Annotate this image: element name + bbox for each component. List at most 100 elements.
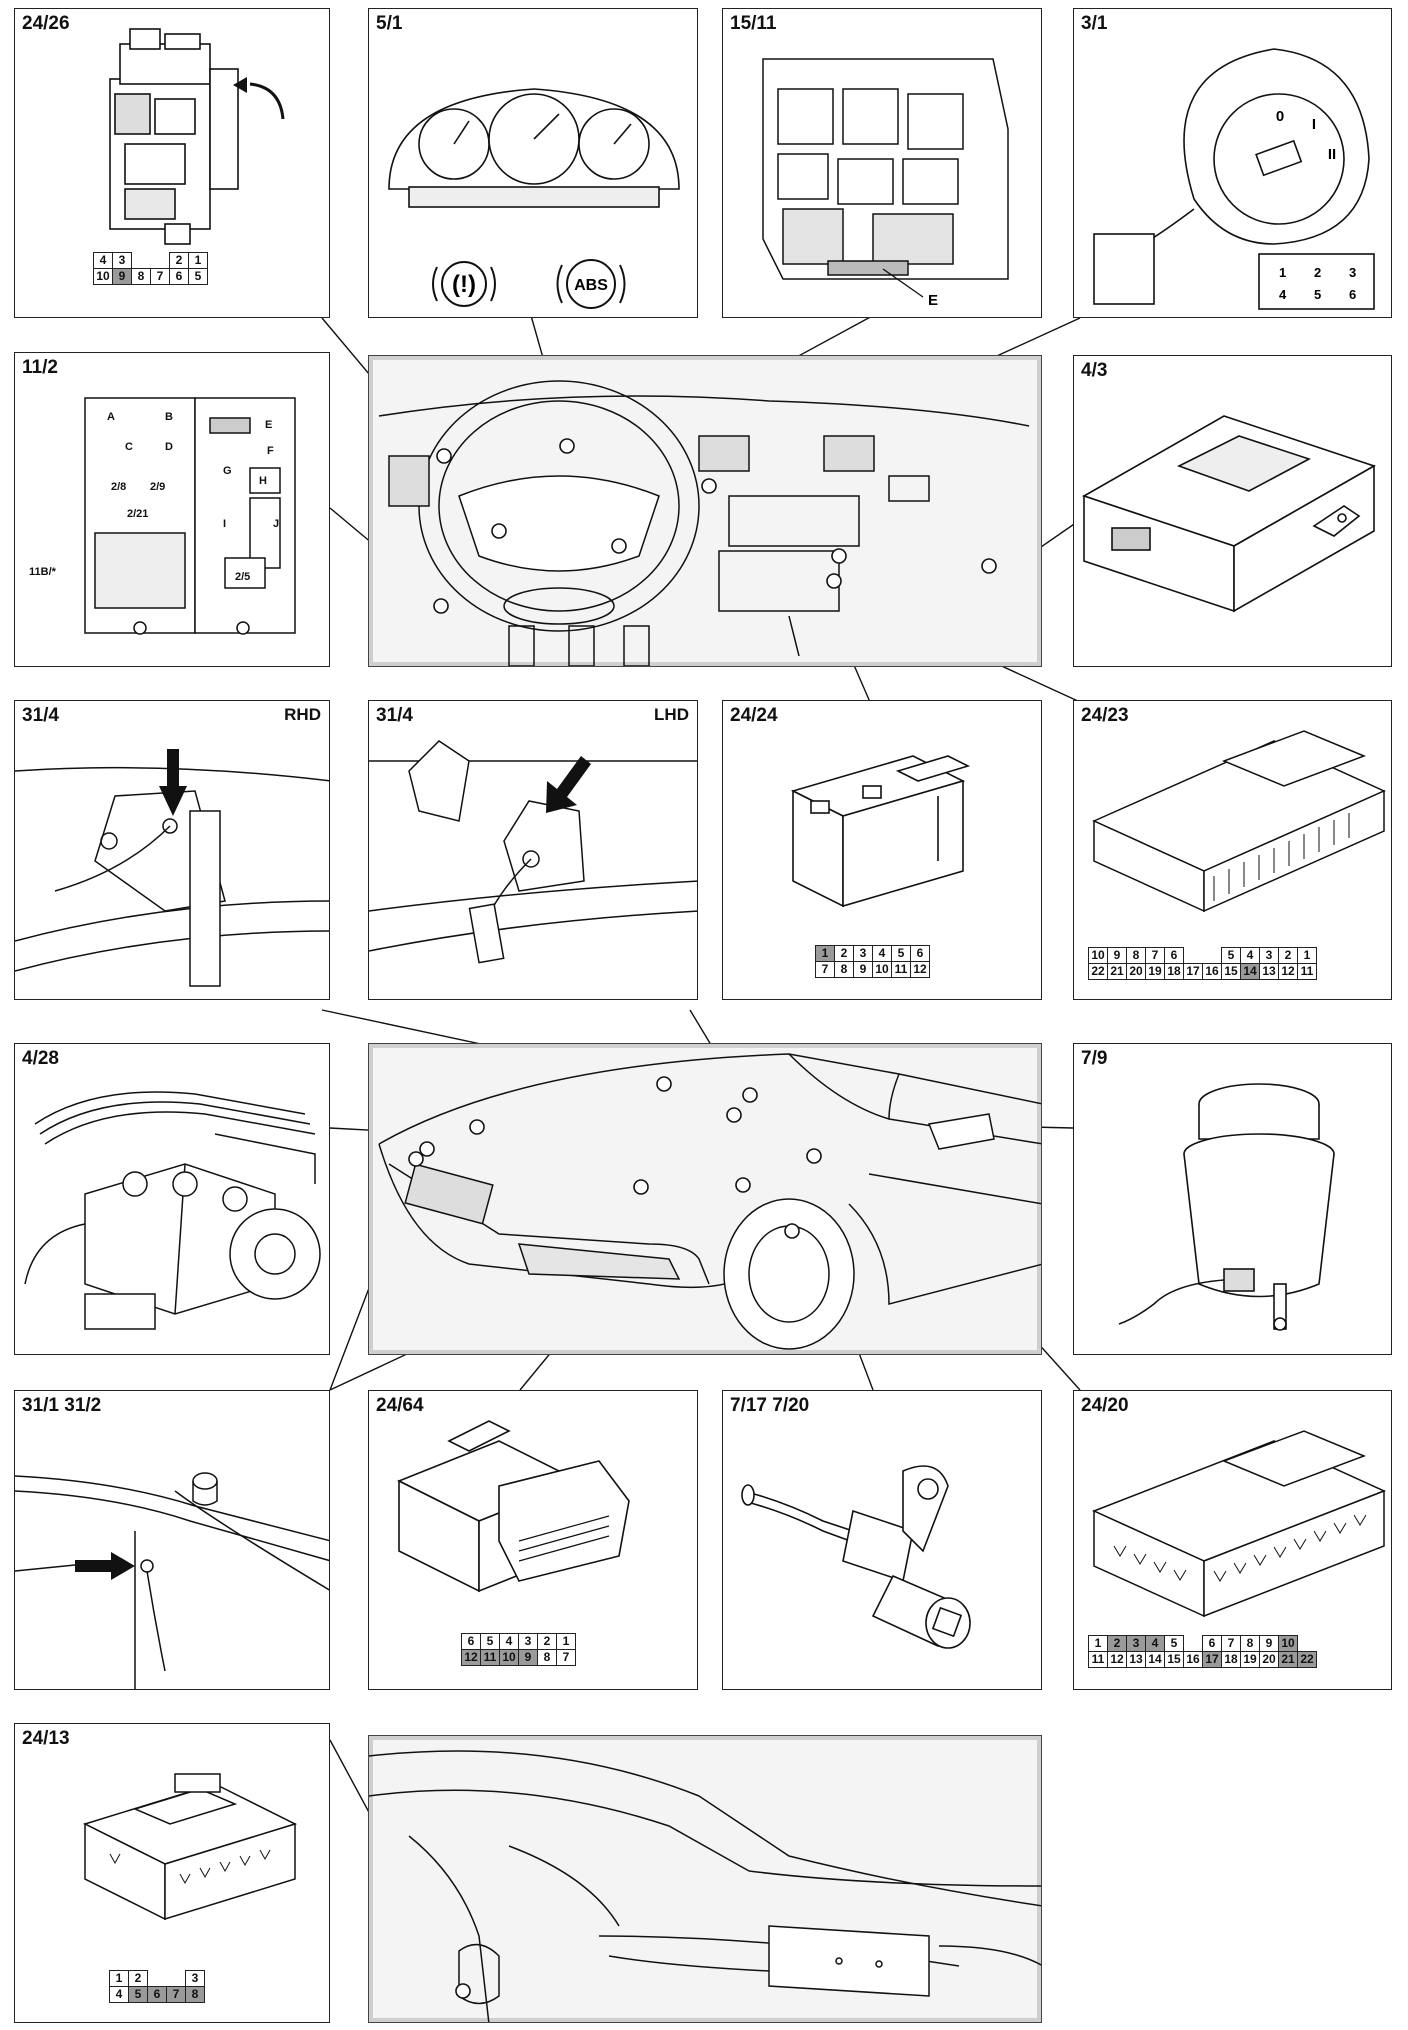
pin-cell: 9 (853, 961, 873, 978)
panel-label: 24/26 (22, 13, 70, 34)
pin-gap (148, 1971, 167, 1987)
pin-cell: 6 (147, 1986, 167, 2003)
component-15-11-panel: 15/11 E (722, 8, 1042, 318)
pin-cell: 3 (518, 1633, 538, 1650)
fuse-label-d: D (165, 441, 173, 453)
fuse-label-a: A (107, 411, 115, 423)
pin-cell: 8 (537, 1649, 557, 1666)
pin-label: 2 (1314, 265, 1321, 280)
pin-cell: 9 (1107, 947, 1127, 964)
pin-cell: 22 (1088, 963, 1108, 980)
pin-cell: 13 (1259, 963, 1279, 980)
pin-cell: 7 (815, 961, 835, 978)
pin-cell: 12 (1107, 1651, 1127, 1668)
pin-cell: 9 (1259, 1635, 1279, 1652)
pin-gap (1203, 948, 1222, 964)
pin-cell: 8 (1126, 947, 1146, 964)
pin-cell: 17 (1202, 1651, 1222, 1668)
pin-cell: 12 (910, 961, 930, 978)
pin-cell: 2 (1107, 1635, 1127, 1652)
ground-point-lhd-illustration (369, 740, 697, 964)
connector-24-24-illustration (790, 755, 971, 908)
pin-cell: 4 (109, 1986, 129, 2003)
pin-cell: 22 (1297, 1651, 1317, 1668)
ignition-switch-illustration: 0 I II 1 2 3 4 5 6 (1093, 48, 1375, 310)
pin-cell: 21 (1278, 1651, 1298, 1668)
pin-cell: 15 (1164, 1651, 1184, 1668)
pin-cell: 21 (1107, 963, 1127, 980)
panel-label: 31/4 (22, 705, 59, 726)
pin-cell: 10 (872, 961, 892, 978)
fuse-label-f: F (267, 445, 274, 457)
pin-cell: 13 (1126, 1651, 1146, 1668)
callout-e: E (928, 292, 938, 309)
pin-gap (1184, 948, 1203, 964)
abs-modulator-illustration (24, 1091, 321, 1330)
panel-label: 24/13 (22, 1728, 70, 1749)
control-module-illustration (1082, 415, 1376, 613)
side-label: RHD (284, 705, 321, 724)
panel-label: 4/28 (22, 1048, 59, 1069)
pin-cell: 2 (1278, 947, 1298, 964)
component-7-17-7-20-panel: 7/17 7/20 (722, 1390, 1042, 1690)
rear-car-illustration (369, 1750, 1041, 2022)
pin-cell: 16 (1202, 963, 1222, 980)
pin-cell: 1 (815, 945, 835, 962)
pin-gap (1184, 1636, 1203, 1652)
pin-cell: 1 (1088, 1635, 1108, 1652)
pin-label: 3 (1349, 265, 1356, 280)
pin-cell: 4 (93, 252, 113, 269)
dashboard-overview (368, 355, 1042, 667)
component-4-28-panel: 4/28 (14, 1043, 330, 1355)
dashboard-illustration (378, 380, 1030, 666)
pin-cell: 5 (1221, 947, 1241, 964)
fuse-label-j: J (273, 518, 280, 530)
pin-cell: 5 (480, 1633, 500, 1650)
pin-cell: 6 (169, 268, 189, 285)
pin-cell: 5 (128, 1986, 148, 2003)
pin-cell: 8 (131, 268, 151, 285)
pin-cell: 8 (834, 961, 854, 978)
fuse-label-i: I (223, 518, 227, 530)
pin-cell: 7 (166, 1986, 186, 2003)
fuse-label-b: B (165, 411, 173, 423)
connector-24-20-illustration (1092, 1430, 1386, 1618)
pin-cell: 6 (1164, 947, 1184, 964)
fuse-label-11b: 11B/* (29, 566, 56, 578)
front-car-overview (368, 1043, 1042, 1355)
pin-cell: 20 (1259, 1651, 1279, 1668)
panel-label: 24/24 (730, 705, 778, 726)
panel-label: 7/17 7/20 (730, 1395, 810, 1416)
ground-point-rhd-illustration (15, 749, 329, 987)
component-31-4-lhd-panel: 31/4 LHD (368, 700, 698, 1000)
pin-cell: 14 (1240, 963, 1260, 980)
pin-label: 4 (1279, 287, 1287, 302)
pin-cell: 5 (188, 268, 208, 285)
pin-gap (167, 1971, 186, 1987)
pin-cell: 10 (93, 268, 113, 285)
pin-cell: 5 (891, 945, 911, 962)
pin-cell: 6 (1202, 1635, 1222, 1652)
pin-cell: 2 (537, 1633, 557, 1650)
pin-cell: 10 (499, 1649, 519, 1666)
pin-cell: 11 (891, 961, 911, 978)
pin-cell: 9 (518, 1649, 538, 1666)
fuse-box-illustration (84, 397, 296, 635)
panel-label: 24/23 (1081, 705, 1129, 726)
pin-cell: 3 (112, 252, 132, 269)
pin-cell: 1 (188, 252, 208, 269)
pin-gap (151, 253, 170, 269)
fuse-label-2-21: 2/21 (127, 508, 149, 520)
pin-cell: 12 (1278, 963, 1298, 980)
